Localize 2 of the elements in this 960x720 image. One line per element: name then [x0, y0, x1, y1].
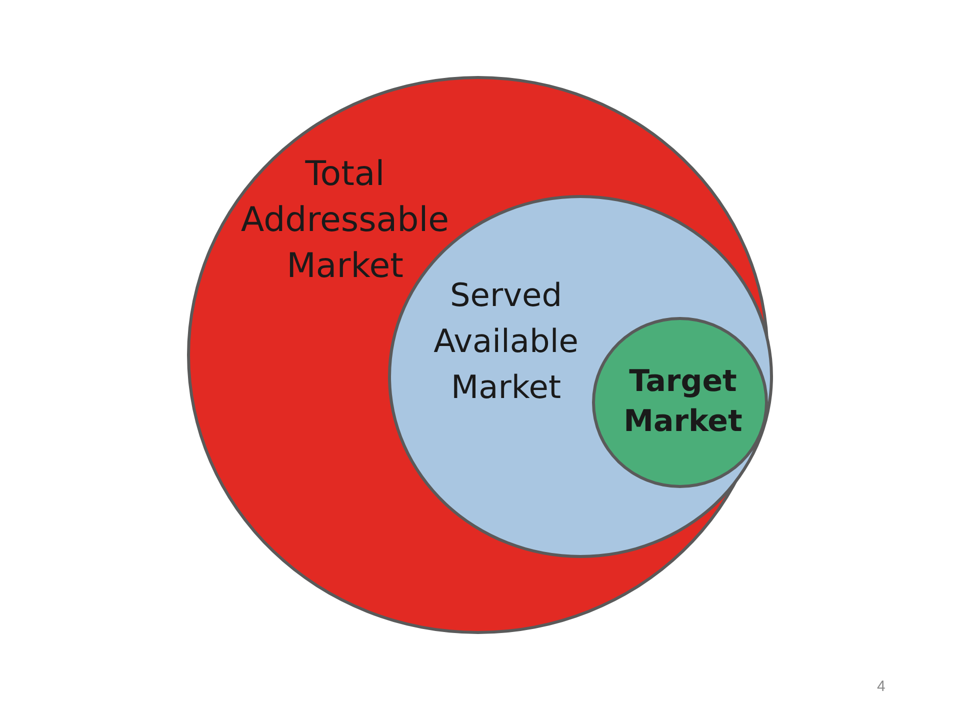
circle-label: Target Market: [622, 363, 744, 441]
page-number: 4: [877, 678, 886, 695]
